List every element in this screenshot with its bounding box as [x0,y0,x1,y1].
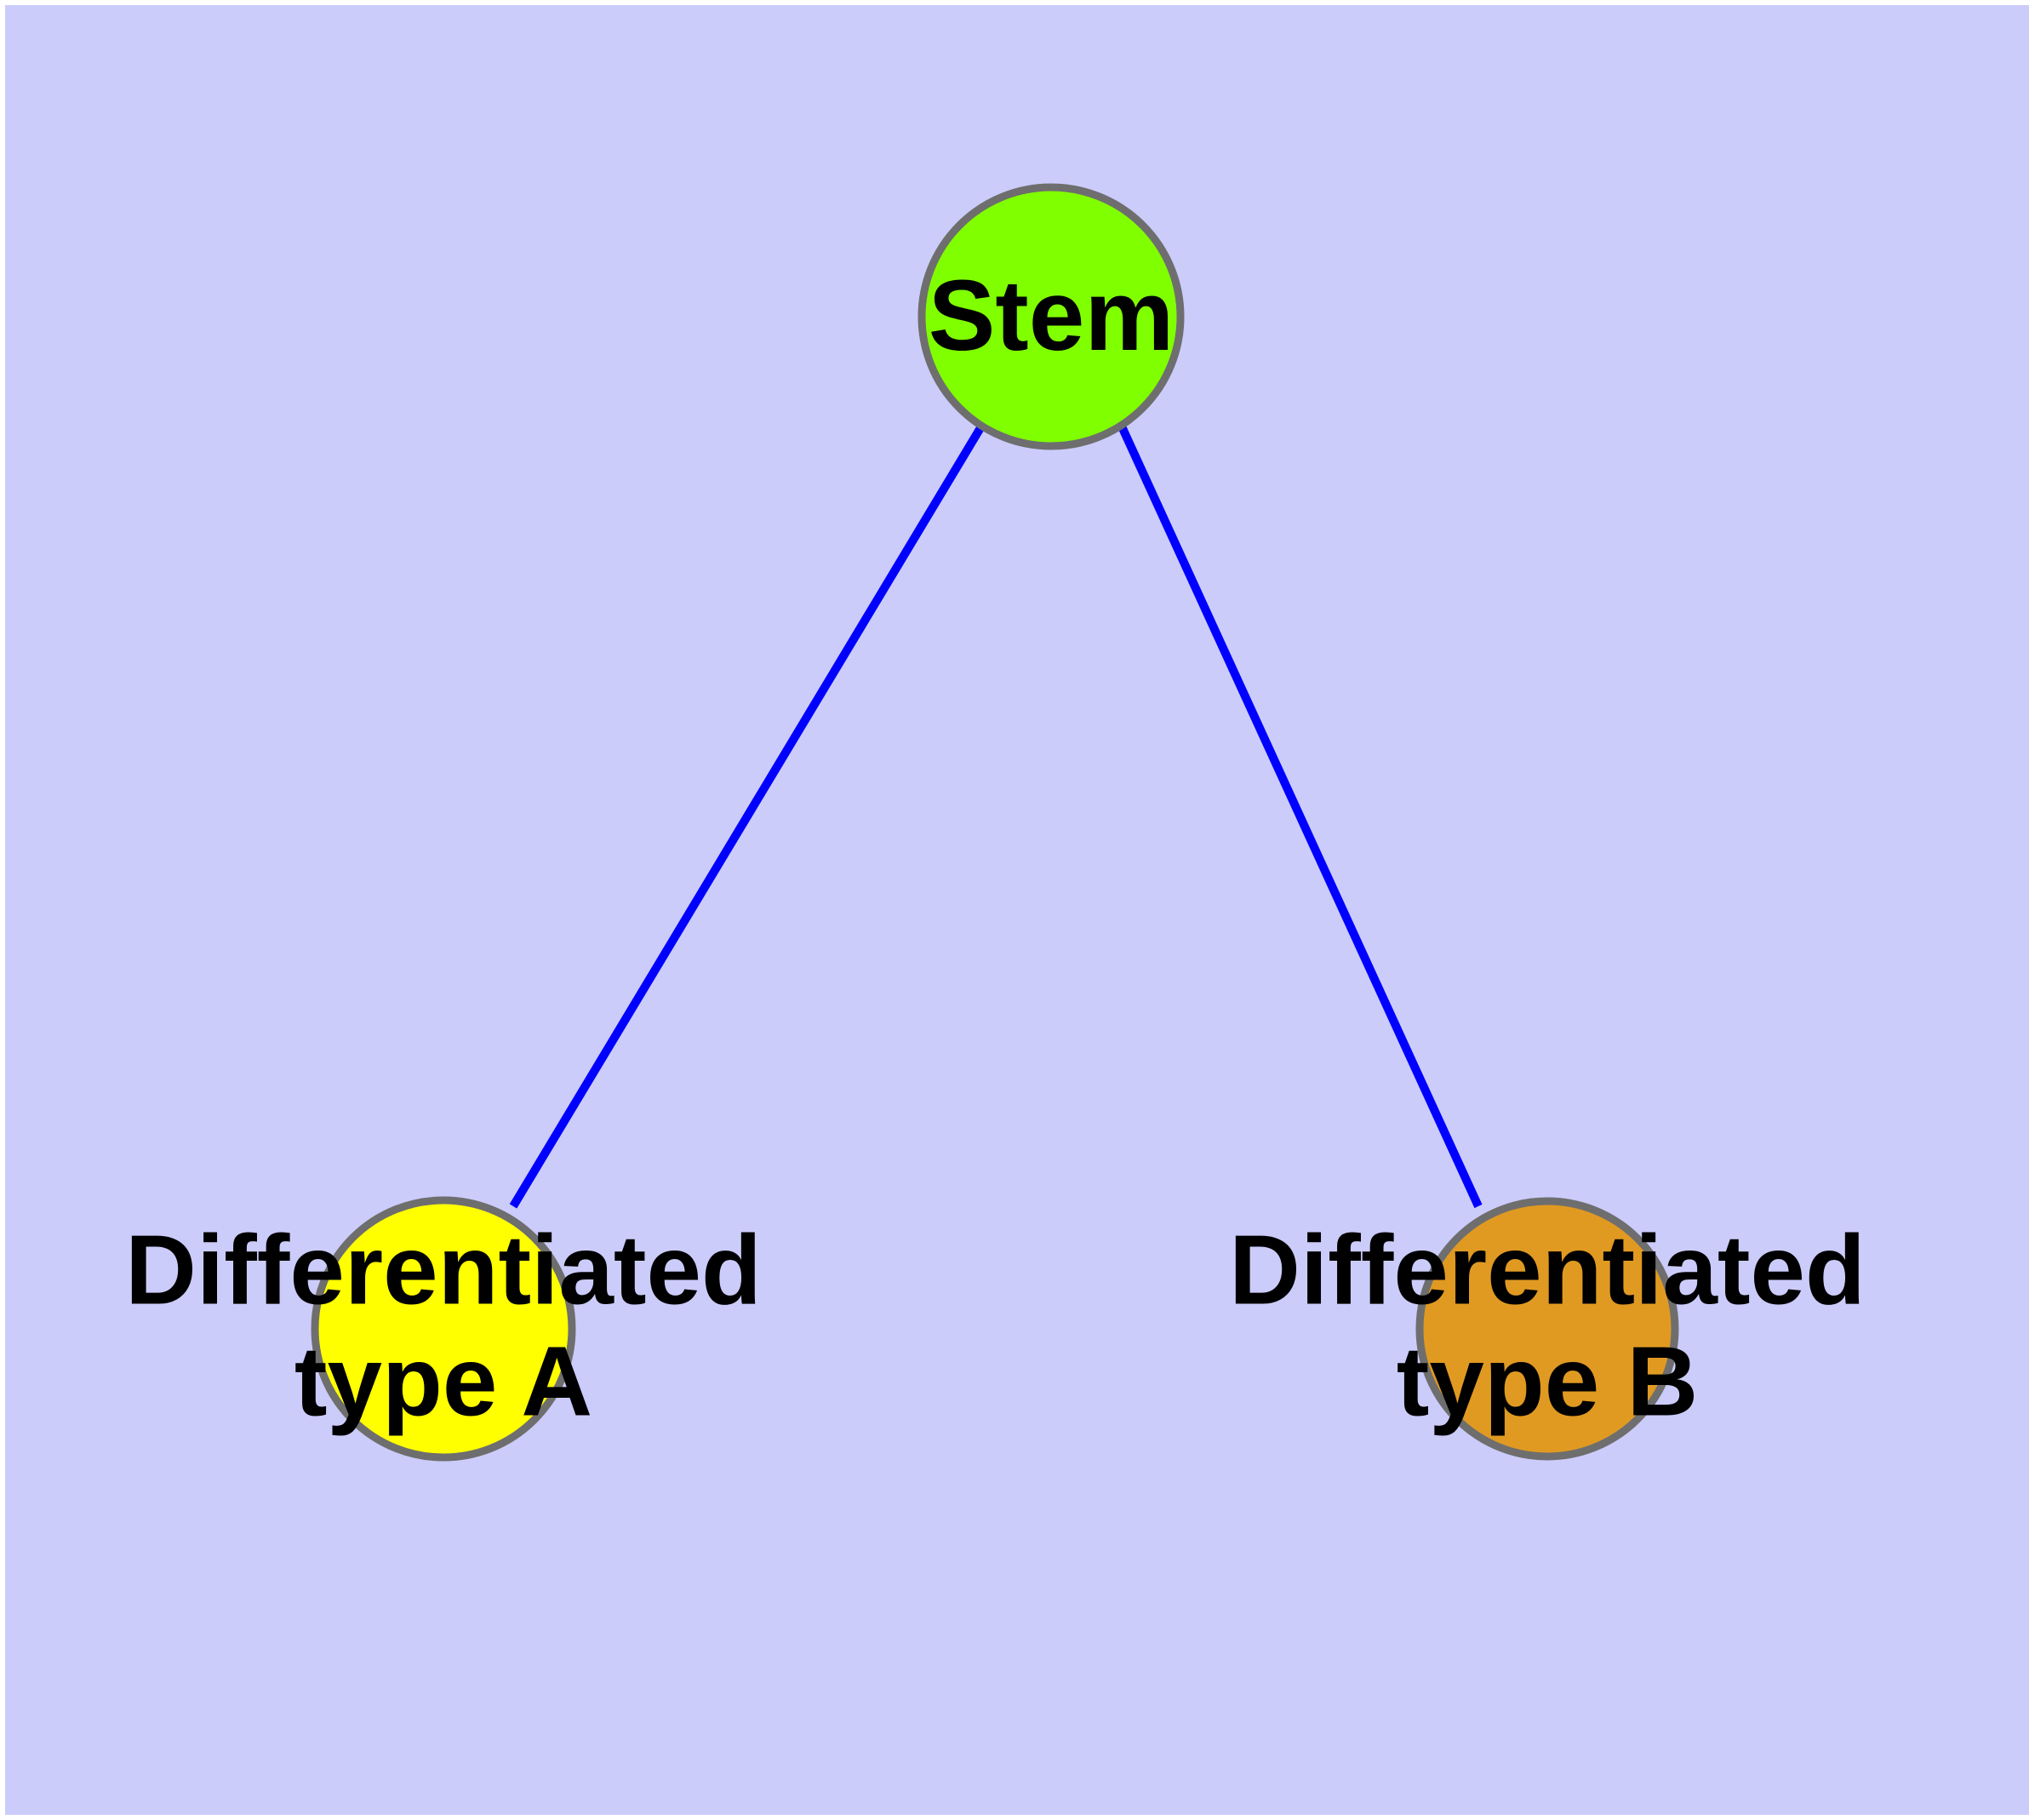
node-circle-differentiated-type-a[interactable] [311,1196,576,1462]
edge-layer [509,424,1483,1209]
node-label-differentiated-type-a-line2: type A [294,1326,592,1437]
node-label-differentiated-type-b-line2: type B [1397,1326,1699,1437]
label-layer: Stem Differentiated type A Differentiate… [125,260,1866,1436]
node-label-differentiated-type-a-line1: Differentiated [125,1215,762,1325]
node-differentiated-type-a[interactable] [311,1196,576,1462]
node-circle-differentiated-type-b[interactable] [1415,1197,1679,1461]
node-layer [311,183,1679,1462]
node-differentiated-type-b[interactable] [1415,1197,1679,1461]
node-stem[interactable] [917,183,1185,450]
edge-stem-to-differentiated-type-b[interactable] [1117,424,1483,1209]
node-label-differentiated-type-b-line1: Differentiated [1229,1215,1866,1325]
node-circle-stem[interactable] [917,183,1185,450]
edge-stem-to-differentiated-type-a[interactable] [509,424,986,1209]
node-label-stem: Stem [929,260,1175,372]
